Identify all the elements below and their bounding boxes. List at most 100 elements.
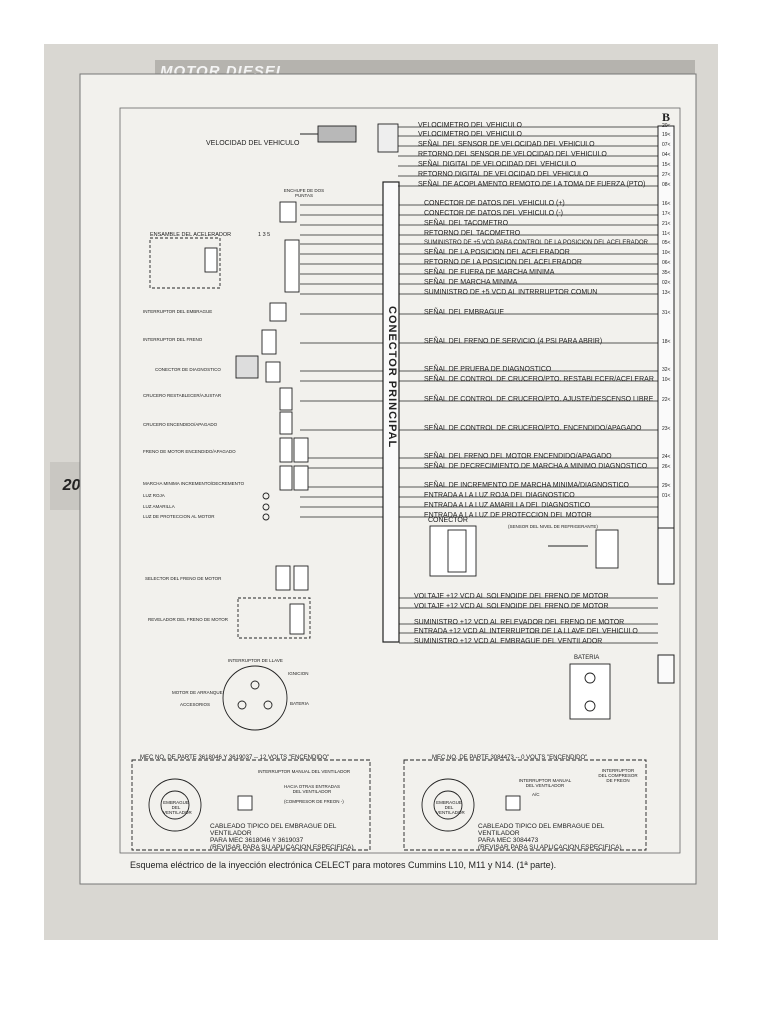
starter-label: MOTOR DE ARRANQUE — [172, 690, 223, 695]
fan-left-wiring-3: PARA MEC 3618046 Y 3619037 — [210, 837, 304, 844]
signal-label: RETORNO DIGITAL DE VELOCIDAD DEL VEHICUL… — [418, 171, 589, 178]
connector-pin: 01< — [662, 493, 671, 499]
vehicle-speed-label: VELOCIDAD DEL VEHICULO — [206, 140, 300, 147]
signal-label: ENTRADA A LA LUZ DE PROTECCION DEL MOTOR — [424, 512, 592, 519]
connector-pin: 27< — [662, 172, 671, 178]
fan-left-manual-switch: INTERRUPTOR MANUAL DEL VENTILADOR — [258, 769, 351, 774]
signal-label: SEÑAL DEL SENSOR DE VELOCIDAD DEL VEHICU… — [418, 141, 595, 148]
two-point-plug-label: ENCHUFE DE DOS PUNTAS — [283, 188, 325, 198]
accelerator-label: ENSAMBLE DEL ACELERADOR — [150, 232, 232, 238]
clutch-switch-label: INTERRUPTOR DEL EMBRAGUE — [143, 309, 213, 314]
connector-pin: 07< — [662, 142, 671, 148]
connector-pin: 20< — [662, 123, 671, 129]
signal-label: CONECTOR DE DATOS DEL VEHICULO (-) — [424, 210, 563, 217]
connector-pin: 22< — [662, 397, 671, 403]
signal-label: SEÑAL DE CONTROL DE CRUCERO/PTO. RESTABL… — [424, 376, 654, 383]
yellow-light-label: LUZ AMARILLA — [143, 504, 175, 509]
fan-left-wiring-4: (REVISAR PARA SU APLICACION ESPECIFICA) — [210, 844, 354, 851]
signal-label: VELOCIMETRO DEL VEHICULO — [418, 131, 522, 138]
signal-label: CONECTOR DE DATOS DEL VEHICULO (+) — [424, 200, 565, 207]
connector-pin: 35< — [662, 270, 671, 276]
connector-pin: 29< — [662, 483, 671, 489]
signal-label: VOLTAJE +12 VCD AL SOLENOIDE DEL FRENO D… — [414, 593, 609, 600]
signal-label: RETORNO DEL TACOMETRO — [424, 230, 521, 237]
connector-b-label: B — [662, 110, 671, 124]
fan-right-ac: A/C — [532, 792, 540, 797]
signal-label: SEÑAL DE CONTROL DE CRUCERO/PTO. ENCENDI… — [424, 425, 642, 432]
connector-pin: 05< — [662, 240, 671, 246]
fan-right-wiring-2: VENTILADOR — [478, 830, 520, 837]
key-switch-label: INTERRUPTOR DE LLAVE — [228, 658, 283, 663]
cruise-reset-label: CRUCERO RESTABLECER/AJUSTAR — [143, 393, 222, 398]
connector-pin: 10< — [662, 377, 671, 383]
connector-pin: 32< — [662, 367, 671, 373]
fan-left-title: MEC NO. DE PARTE 3618046 Y 3619037 -- 12… — [140, 755, 330, 761]
connector-pin: 26< — [662, 464, 671, 470]
red-light-label: LUZ ROJA — [143, 493, 165, 498]
connector-pin: 18< — [662, 339, 671, 345]
connector-pin: 06< — [662, 260, 671, 266]
signal-label: SEÑAL DE PRUEBA DE DIAGNOSTICO — [424, 366, 552, 373]
signal-label: RETORNO DE LA POSICION DEL ACELERADOR — [424, 259, 582, 266]
signal-label: SEÑAL DE MARCHA MINIMA — [424, 279, 518, 286]
connector-pin: 04< — [662, 152, 671, 158]
fan-left-other-inputs: HACIA OTRAS ENTRADAS DEL VENTILADOR — [283, 784, 340, 794]
accelerator-pins-label: 1 3 5 — [258, 232, 271, 238]
main-connector-label: CONECTOR PRINCIPAL — [386, 306, 398, 449]
battery-terminal-label: BATERIA — [290, 701, 309, 706]
signal-label: SUMINISTRO DE +5 VCD AL INTRRRUPTOR COMU… — [424, 289, 598, 296]
connector-pin: 11< — [662, 231, 671, 237]
signal-label: ENTRADA +12 VCD AL INTERRUPTOR DE LA LLA… — [414, 628, 638, 635]
fan-right-compressor-switch: INTERRUPTOR DEL COMPRESOR DE FREON — [598, 768, 638, 783]
signal-label: SEÑAL DEL TACOMETRO — [424, 220, 509, 227]
connector-pin: 19< — [662, 132, 671, 138]
fan-left-clutch: EMBRAGUE DEL VENTILADOR — [163, 800, 192, 815]
fan-right-manual-switch: INTERRUPTOR MANUAL DEL VENTILADOR — [518, 778, 572, 788]
cruise-onoff-label: CRUCERO ENCENDIDO/APAGADO — [143, 422, 218, 427]
connector-pin: 23< — [662, 426, 671, 432]
fan-left-wiring-1: CABLEADO TIPICO DEL EMBRAGUE DEL — [210, 823, 337, 830]
fan-right-wiring-3: PARA MEC 3084473 — [478, 837, 539, 844]
fan-left-wiring-2: VENTILADOR — [210, 830, 252, 837]
battery-label: BATERIA — [574, 655, 600, 661]
signal-label: SEÑAL DEL FRENO DEL MOTOR ENCENDIDO/APAG… — [424, 453, 612, 460]
connector-label: CONECTOR — [428, 517, 468, 524]
signal-label: SEÑAL DE CONTROL DE CRUCERO/PTO. AJUSTE/… — [424, 396, 654, 403]
accessories-label: ACCESORIOS — [180, 702, 211, 707]
signal-label: ENTRADA A LA LUZ ROJA DEL DIAGNOSTICO — [424, 492, 575, 499]
signal-label: RETORNO DEL SENSOR DE VELOCIDAD DEL VEHI… — [418, 151, 607, 158]
connector-pin: 21< — [662, 221, 671, 227]
fan-left-compressor: (COMPRESOR DE FREON -) — [284, 799, 344, 804]
connector-pin: 31< — [662, 310, 671, 316]
diag-connector-label: CONECTOR DE DIAGNOSTICO — [155, 367, 221, 372]
connector-pin: 13< — [662, 290, 671, 296]
signal-label: SEÑAL DE ACOPLAMENTO REMOTO DE LA TOMA D… — [418, 181, 646, 188]
signal-label: VELOCIMETRO DEL VEHICULO — [418, 122, 522, 129]
signal-label: SEÑAL DIGITAL DE VELOCIDAD DEL VEHICULO — [418, 161, 577, 168]
fan-right-title: MEC NO. DE PARTE 3084473 -- 0 VOLTS "ENC… — [432, 755, 588, 761]
fan-right-wiring-1: CABLEADO TIPICO DEL EMBRAGUE DEL — [478, 823, 605, 830]
signal-label: SEÑAL DE FUERA DE MARCHA MINIMA — [424, 269, 555, 276]
protection-light-label: LUZ DE PROTECCION AL MOTOR — [143, 514, 215, 519]
signal-label: SUMINISTRO +12 VCD AL RELEVADOR DEL FREN… — [414, 619, 625, 626]
engine-brake-onoff-label: FRENO DE MOTOR ENCENDIDO/APAGADO — [143, 449, 236, 454]
figure-caption: Esquema eléctrico de la inyección electr… — [130, 860, 557, 870]
fan-right-wiring-4: (REVISAR PARA SU APLICACION ESPECIFICA) — [478, 844, 622, 851]
signal-label: SEÑAL DE LA POSICION DEL ACELERADOR — [424, 249, 570, 256]
ignition-label: IGNICION — [288, 671, 309, 676]
connector-pin: 24< — [662, 454, 671, 460]
engine-brake-relay-label: REVELADOR DEL FRENO DE MOTOR — [148, 617, 229, 622]
connector-pin: 17< — [662, 211, 671, 217]
connector-pin: 15< — [662, 162, 671, 168]
signal-label: SEÑAL DE DECRECIMIENTO DE MARCHA A MINIM… — [424, 463, 648, 470]
signal-label: SEÑAL DEL EMBRAGUE — [424, 309, 505, 316]
engine-brake-selector-label: SELECTOR DEL FRENO DE MOTOR — [145, 576, 222, 581]
fan-right-clutch: EMBRAGUE DEL VENTILADOR — [436, 800, 465, 815]
connector-pin: 10< — [662, 250, 671, 256]
refrigerant-sensor-label: (SENSOR DEL NIVEL DE REFRIGERANTE) — [508, 524, 598, 529]
signal-label: ENTRADA A LA LUZ AMARILLA DEL DIAGNOSTIC… — [424, 502, 591, 509]
connector-pin: 08< — [662, 182, 671, 188]
signal-label: SEÑAL DE INCREMENTO DE MARCHA MINIMA/DIA… — [424, 482, 629, 489]
signal-label: SUMINISTRO DE +5 VCD PARA CONTROL DE LA … — [424, 240, 648, 246]
